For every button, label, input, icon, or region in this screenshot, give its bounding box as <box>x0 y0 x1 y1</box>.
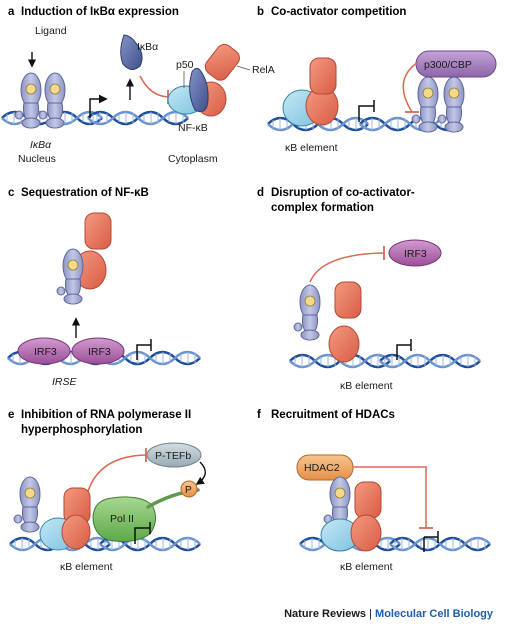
phospho-label: P <box>185 485 192 496</box>
gene-off-e-line <box>134 527 150 544</box>
rela-label: RelA <box>252 64 275 76</box>
panel-title-b: Co-activator competition <box>271 6 406 18</box>
panel-b: b Co-activator competition κB element p3… <box>257 6 497 154</box>
p50-label: p50 <box>176 59 194 71</box>
nfkb-complex-b <box>282 57 339 127</box>
sequestered-complex <box>56 212 112 305</box>
kb-element-label-b: κB element <box>285 142 338 154</box>
ptefb-inhibition-line <box>85 454 147 499</box>
panel-title-d1: Disruption of co-activator- <box>271 187 415 199</box>
irf3-inhibition-line <box>309 252 385 283</box>
rela-pointer-a <box>236 65 251 71</box>
panel-title-c: Sequestration of NF-κB <box>21 187 149 199</box>
panel-title-f: Recruitment of HDACs <box>271 409 395 421</box>
irf3-label-c2: IRF3 <box>88 346 111 358</box>
nfkb-complex-e <box>13 476 91 551</box>
ikba-protein <box>120 34 143 70</box>
nfkb-label: NF-κB <box>178 122 208 134</box>
panel-letter-f: f <box>257 409 261 421</box>
nucleus-label: Nucleus <box>18 153 56 165</box>
transcription-arrow-a <box>89 94 108 118</box>
hdac-repression-line <box>353 466 427 528</box>
panel-d: d Disruption of co-activator- complex fo… <box>257 187 482 392</box>
panel-letter-c: c <box>8 187 15 199</box>
irf3-label-c1: IRF3 <box>34 346 57 358</box>
panel-title-a: Induction of IκBα expression <box>21 6 179 18</box>
phospho-group <box>180 480 198 498</box>
ptefb-label: P-TEFb <box>155 450 191 462</box>
phosphorylation-arrow <box>195 461 206 485</box>
pol2 <box>92 488 200 542</box>
panel-c: c Sequestration of NF-κB IRF3 IRF3 IRSE <box>6 187 202 388</box>
panel-title-e1: Inhibition of RNA polymerase II <box>21 409 191 421</box>
ikba-inhibition-line <box>139 75 169 98</box>
pol2-label: Pol II <box>110 513 134 525</box>
panel-a: a Induction of IκBα expression Ligand Iκ… <box>0 6 275 165</box>
gene-off-d-line <box>396 344 411 360</box>
kb-element-label-f: κB element <box>340 561 393 573</box>
credit-section: Molecular Cell Biology <box>375 608 493 620</box>
irf3-label-d: IRF3 <box>404 248 427 260</box>
ptefb <box>146 442 202 468</box>
irf3-dimer-c <box>17 337 125 365</box>
panel-letter-a: a <box>8 6 15 18</box>
panel-e: e Inhibition of RNA polymerase II hyperp… <box>8 409 206 573</box>
nfkb-complex-f <box>320 476 382 552</box>
ligand-label: Ligand <box>35 25 67 37</box>
ikba-label: IκBα <box>137 41 158 53</box>
coactivator-competition-arc <box>402 61 419 113</box>
hdac2-label: HDAC2 <box>304 462 340 474</box>
gene-off-c-line <box>136 344 151 360</box>
kb-element-label-d: κB element <box>340 380 393 392</box>
nfkb-complex-a <box>167 43 240 117</box>
cytoplasm-label: Cytoplasm <box>168 153 218 165</box>
receptor-dimer-b <box>411 76 465 133</box>
panel-f: f Recruitment of HDACs HDAC2 κB element <box>257 409 492 573</box>
irf3-target-d <box>388 239 442 267</box>
dna-strand-e <box>8 536 202 552</box>
irse-label: IRSE <box>52 376 78 388</box>
credit-separator: | <box>366 608 376 620</box>
gene-label-a: IκBα <box>30 139 52 151</box>
p300-cbp-label: p300/CBP <box>424 59 472 71</box>
gene-off-b-line <box>358 105 374 122</box>
panel-title-e2: hyperphosphorylation <box>21 424 142 436</box>
nfkb-complex-d <box>293 281 362 363</box>
credit-journal: Nature Reviews <box>284 608 367 620</box>
panel-letter-e: e <box>8 409 14 421</box>
panel-title-d2: complex formation <box>271 202 374 214</box>
panel-letter-d: d <box>257 187 264 199</box>
panel-letter-b: b <box>257 6 264 18</box>
kb-element-label-e: κB element <box>60 561 113 573</box>
dna-strand-d <box>288 353 482 369</box>
figure-credit: Nature Reviews | Molecular Cell Biology <box>284 608 493 620</box>
